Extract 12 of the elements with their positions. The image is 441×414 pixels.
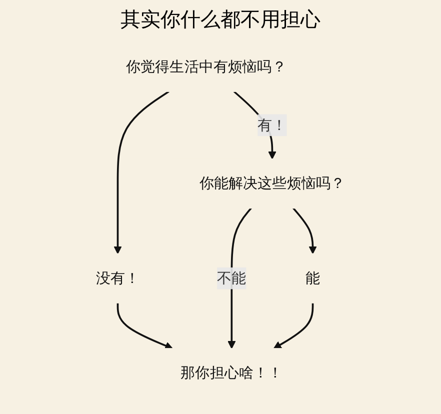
node-text: 能 [305, 269, 320, 287]
node-text: 你能解决这些烦恼吗？ [199, 174, 346, 192]
node-text: 没有！ [96, 269, 140, 287]
arrow [116, 302, 173, 350]
node-text: 你觉得生活中有烦恼吗？ [126, 58, 286, 76]
edge-label: 不能 [217, 269, 246, 287]
edge-label: 有！ [258, 116, 287, 134]
arrow [273, 302, 314, 349]
arrow [292, 208, 317, 254]
arrow [114, 90, 170, 254]
node-text: 那你担心啥！！ [180, 364, 283, 382]
diagram-title: 其实你什么都不用担心 [120, 6, 322, 33]
